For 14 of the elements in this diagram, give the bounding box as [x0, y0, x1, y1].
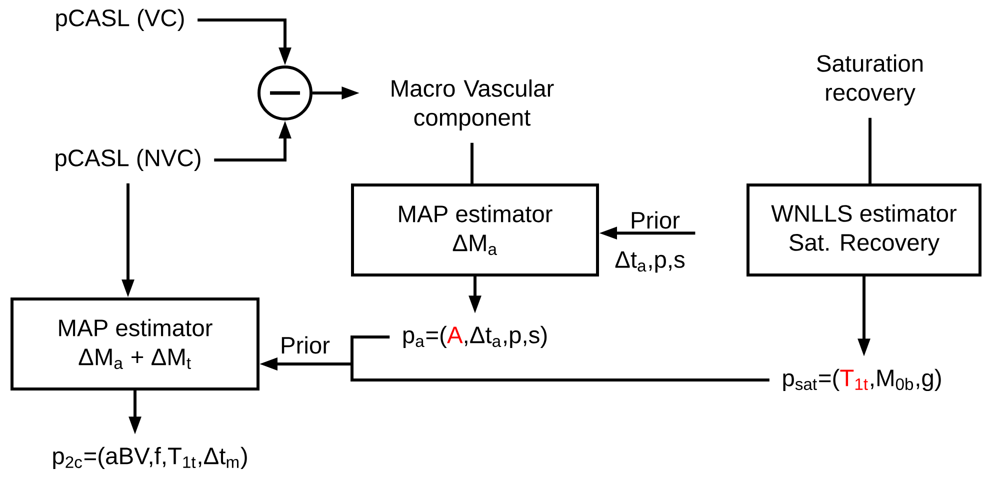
text-label: p$_{2c}$=(aBV,f,T$_{1t}$,Δt$_{m}$)	[53, 446, 247, 470]
text-label: pCASL (VC)	[56, 8, 184, 32]
text-label: Δt$_{a}$,p,s	[615, 251, 685, 273]
text-label: pCASL (NVC)	[56, 148, 200, 172]
text-label: p$_{sat}$=(T$_{1t}$,M$_{0b}$,g)	[783, 368, 941, 392]
text-label: Macro Vascular component	[392, 79, 554, 131]
edge-label: Prior	[628, 210, 682, 230]
estimator-box: MAP estimator ΔM$_{a}$	[351, 184, 599, 276]
edge-label: Prior	[278, 334, 332, 356]
text-label: Saturation recovery	[817, 54, 923, 106]
subtraction-circle	[258, 66, 312, 120]
text-label: p$_{a}$=(A,Δt$_{a}$,p,s)	[403, 326, 547, 348]
estimator-box: WNLLS estimator Sat. Recovery	[746, 184, 982, 276]
estimator-box: MAP estimator ΔM$_{a}$ + ΔM$_{t}$	[10, 298, 260, 390]
